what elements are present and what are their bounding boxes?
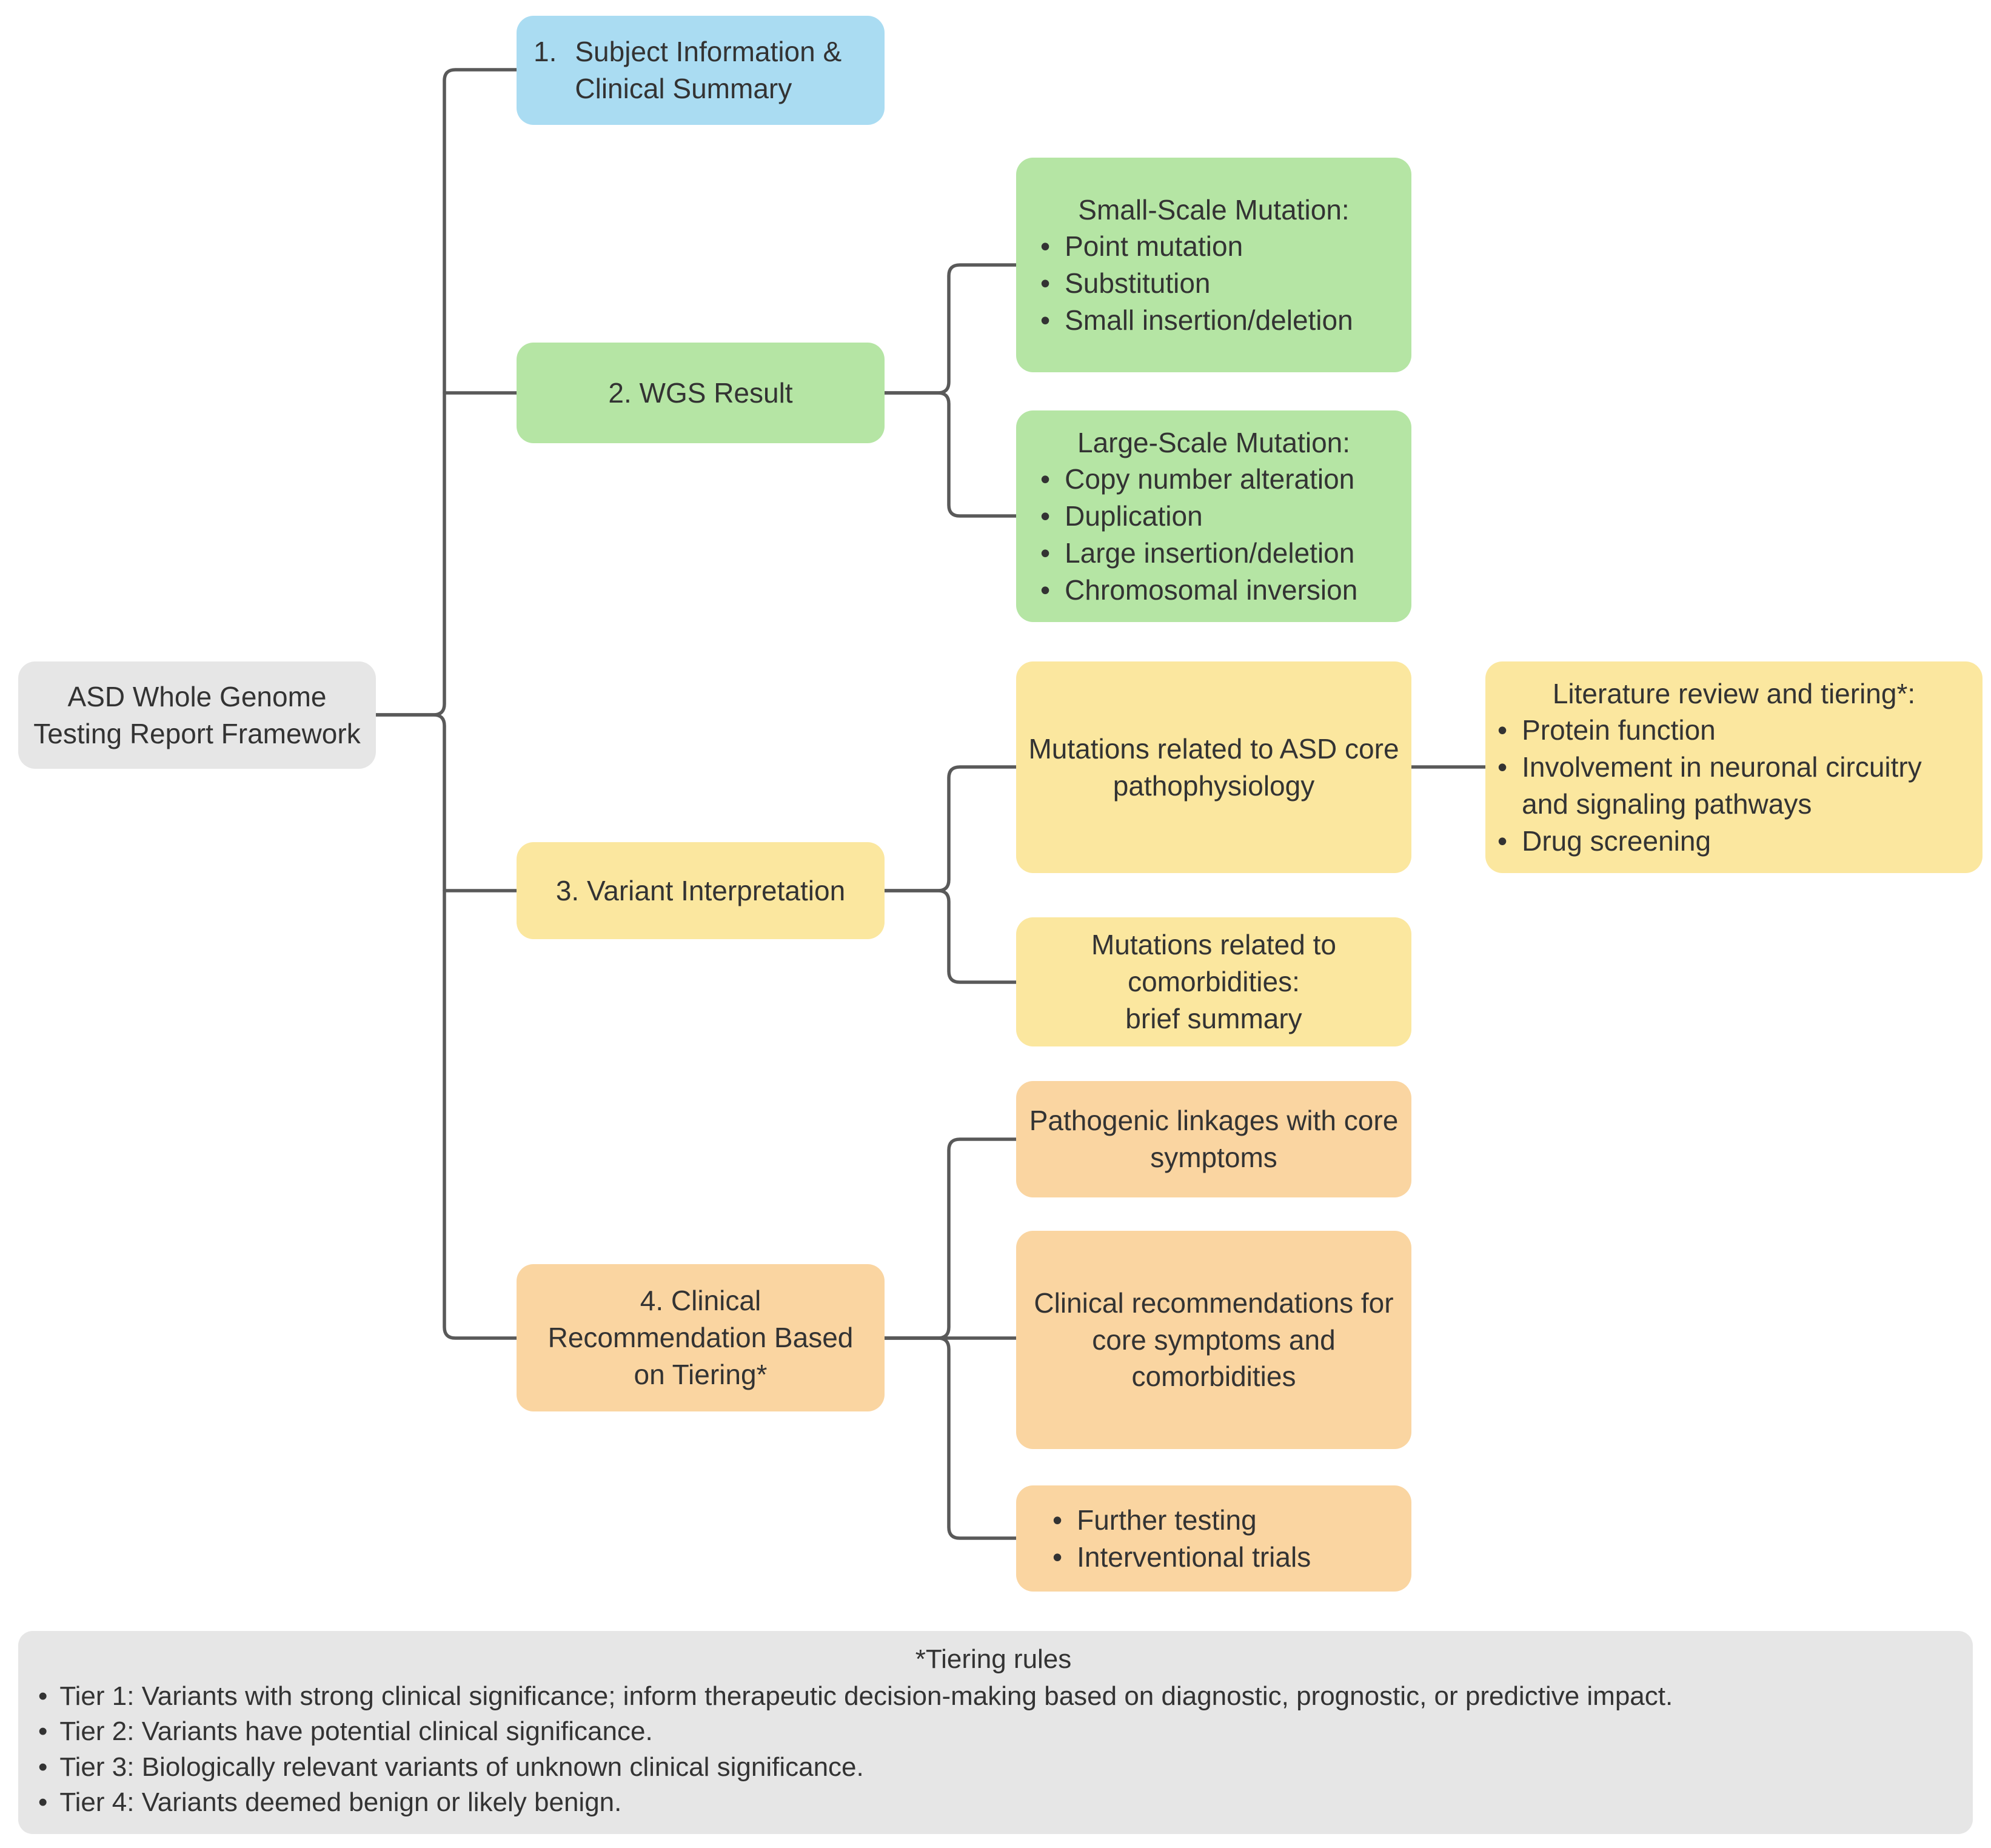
connector-clinical-to-pathogenic [883, 1137, 1018, 1340]
bullet-icon: • [1040, 267, 1051, 299]
comorbidities-label: Mutations related to comorbidities: brie… [1091, 929, 1336, 1034]
large-scale-bullets: • Copy number alteration • Duplication •… [1016, 461, 1411, 608]
bullet-item: • Tier 1: Variants with strong clinical … [38, 1679, 1949, 1715]
connector-wgs-to-large-scale [883, 391, 1018, 518]
bullet-item: • Tier 3: Biologically relevant variants… [38, 1750, 1949, 1786]
bullet-item: • Protein function [1497, 712, 1983, 749]
node-root-label: ASD Whole Genome Testing Report Framewor… [33, 680, 361, 749]
bullet-item: • Large insertion/deletion [1040, 535, 1411, 572]
bullet-label: Substitution [1065, 267, 1211, 299]
node-small-scale-mutation: Small-Scale Mutation: • Point mutation •… [1016, 158, 1411, 372]
bullet-item: • Small insertion/deletion [1040, 302, 1411, 339]
bullet-icon: • [38, 1716, 48, 1747]
bullet-item: • Copy number alteration [1040, 461, 1411, 498]
tier-3-rule: Tier 3: Biologically relevant variants o… [59, 1752, 864, 1782]
bullet-icon: • [1040, 463, 1051, 495]
literature-title: Literature review and tiering*: [1552, 677, 1916, 709]
bullet-label: Small insertion/deletion [1065, 304, 1353, 336]
bullet-icon: • [1497, 825, 1508, 857]
bullet-item: • Chromosomal inversion [1040, 572, 1411, 609]
small-scale-bullets: • Point mutation • Substitution • Small … [1016, 228, 1411, 338]
bullet-label: Duplication [1065, 500, 1203, 532]
connector-root-to-clinical [374, 713, 518, 1340]
bullet-item: • Interventional trials [1052, 1539, 1411, 1576]
bullet-label: Protein function [1522, 714, 1716, 746]
asd-core-label: Mutations related to ASD core pathophysi… [1028, 732, 1399, 802]
node-root-framework: ASD Whole Genome Testing Report Framewor… [18, 661, 376, 769]
bullet-icon: • [1040, 230, 1051, 263]
bullet-icon: • [1040, 304, 1051, 336]
clin-rec-label: Clinical recommendations for core sympto… [1034, 1287, 1394, 1393]
bullet-icon: • [38, 1787, 48, 1818]
bullet-item: • Duplication [1040, 498, 1411, 535]
tier-1-rule: Tier 1: Variants with strong clinical si… [59, 1681, 1673, 1711]
pathogenic-label: Pathogenic linkages with core symptoms [1029, 1105, 1399, 1173]
literature-bullets: • Protein function • Involvement in neur… [1485, 712, 1983, 859]
bullet-label: Drug screening [1522, 825, 1712, 857]
node-comorbidities-summary: Mutations related to comorbidities: brie… [1016, 917, 1411, 1046]
node-literature-review-tiering: Literature review and tiering*: • Protei… [1485, 661, 1983, 873]
bullet-icon: • [1497, 714, 1508, 746]
further-bullets: • Further testing • Interventional trial… [1016, 1502, 1411, 1575]
clinical-label: 4. Clinical Recommendation Based on Tier… [547, 1285, 854, 1390]
node-pathogenic-linkages: Pathogenic linkages with core symptoms [1016, 1081, 1411, 1197]
wgs-label: 2. WGS Result [608, 377, 793, 409]
variant-label: 3. Variant Interpretation [555, 874, 846, 906]
bullet-icon: • [38, 1752, 48, 1782]
tiering-rules-panel: *Tiering rules • Tier 1: Variants with s… [18, 1631, 1973, 1834]
bullet-label: Large insertion/deletion [1065, 537, 1355, 569]
connector-wgs-to-small-scale [883, 263, 1018, 395]
bullet-label: Point mutation [1065, 230, 1243, 263]
bullet-label: Further testing [1077, 1504, 1257, 1536]
connector-variant-to-asd-core [883, 765, 1018, 892]
bullet-icon: • [1052, 1541, 1063, 1573]
bullet-icon: • [1040, 574, 1051, 606]
tiering-title: *Tiering rules [915, 1644, 1072, 1674]
bullet-label: Interventional trials [1077, 1541, 1311, 1573]
small-scale-title: Small-Scale Mutation: [1078, 193, 1350, 226]
bullet-item: • Involvement in neuronal circuitry and … [1497, 749, 1983, 822]
bullet-label: Copy number alteration [1065, 463, 1355, 495]
subject-label-row: 1. Subject Information & Clinical Summar… [517, 33, 885, 107]
bullet-icon: • [1052, 1504, 1063, 1536]
node-clinical-recommendations-core: Clinical recommendations for core sympto… [1016, 1231, 1411, 1449]
node-asd-core-pathophysiology: Mutations related to ASD core pathophysi… [1016, 661, 1411, 873]
large-scale-title: Large-Scale Mutation: [1077, 426, 1351, 458]
bullet-icon: • [1497, 751, 1508, 783]
tiering-bullets: • Tier 1: Variants with strong clinical … [38, 1679, 1949, 1821]
tier-2-rule: Tier 2: Variants have potential clinical… [59, 1716, 653, 1747]
connector-variant-to-comorbidities [883, 889, 1018, 984]
bullet-item: • Substitution [1040, 265, 1411, 302]
node-variant-interpretation: 3. Variant Interpretation [517, 842, 885, 939]
bullet-label: Chromosomal inversion [1065, 574, 1358, 606]
bullet-item: • Drug screening [1497, 823, 1983, 860]
node-large-scale-mutation: Large-Scale Mutation: • Copy number alte… [1016, 410, 1411, 622]
node-further-testing: • Further testing • Interventional trial… [1016, 1485, 1411, 1592]
tier-4-rule: Tier 4: Variants deemed benign or likely… [59, 1787, 622, 1818]
node-wgs-result: 2. WGS Result [517, 343, 885, 443]
subject-number: 1. [534, 36, 557, 68]
node-clinical-recommendation-tiering: 4. Clinical Recommendation Based on Tier… [517, 1264, 885, 1411]
bullet-icon: • [38, 1681, 48, 1711]
bullet-item: • Further testing [1052, 1502, 1411, 1539]
bullet-item: • Tier 2: Variants have potential clinic… [38, 1714, 1949, 1750]
bullet-item: • Tier 4: Variants deemed benign or like… [38, 1785, 1949, 1821]
bullet-icon: • [1040, 537, 1051, 569]
subject-label: Subject Information & Clinical Summary [575, 36, 842, 104]
connector-clinical-to-further [883, 1336, 1018, 1540]
bullet-label: Involvement in neuronal circuitry and si… [1522, 751, 1922, 820]
bullet-icon: • [1040, 500, 1051, 532]
node-subject-clinical-summary: 1. Subject Information & Clinical Summar… [517, 16, 885, 125]
bullet-item: • Point mutation [1040, 228, 1411, 265]
